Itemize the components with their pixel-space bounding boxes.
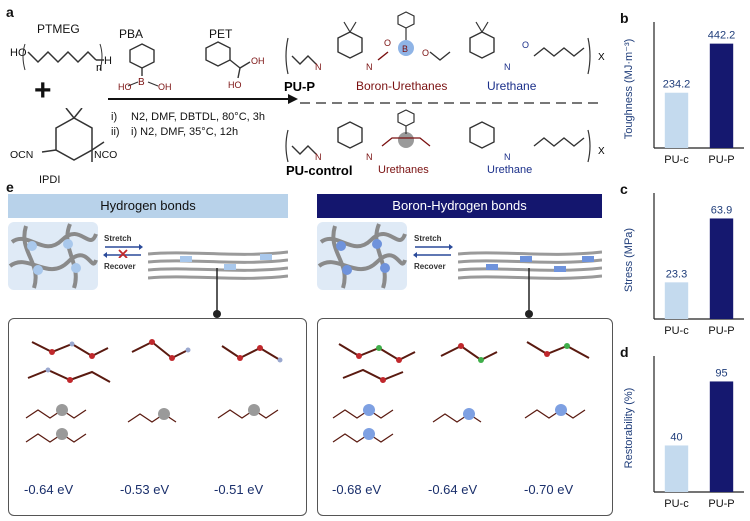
category-tick-label: PU-P (708, 325, 734, 337)
condition-marker-i: i) (111, 111, 118, 123)
scheme-divider (300, 102, 600, 104)
pu-p-subscript-x: X (598, 52, 605, 63)
svg-text:N: N (315, 152, 322, 162)
pu-control-structure: N N N (285, 109, 591, 163)
bar-pu-p (709, 381, 734, 492)
svg-text:O: O (522, 40, 529, 50)
category-tick-label: PU-c (664, 325, 689, 337)
svg-text:N: N (366, 152, 373, 162)
hydrogen-energy-2: -0.53 eV (120, 482, 170, 497)
stretch-recover-arrows-right (413, 244, 453, 258)
y-axis-label: Stress (MPa) (623, 228, 635, 292)
hydrogen-bonds-header: Hydrogen bonds (8, 194, 288, 218)
y-axis-label: Toughness (MJ·m⁻³) (623, 39, 635, 140)
ptmeg-structure: HO H (10, 43, 112, 71)
svg-text:OH: OH (251, 56, 265, 66)
hydrogen-dft-structures (25, 339, 283, 443)
hydrogen-stretched-chains (148, 250, 288, 280)
svg-text:NCO: NCO (94, 149, 117, 161)
bar-value-label: 95 (715, 367, 727, 379)
panel-label-a: a (6, 4, 14, 20)
boron-dft-structures (332, 341, 590, 443)
product-pu-control: PU-control (286, 163, 353, 178)
ipdi-structure: OCN NCO (10, 108, 117, 162)
svg-text:N: N (504, 152, 511, 162)
bar-pu-c (664, 282, 689, 319)
hydrogen-energy-1: -0.64 eV (24, 482, 74, 497)
reagent-ipdi: IPDI (39, 174, 61, 186)
pu-p-boron-urethanes-label: Boron-Urethanes (356, 79, 448, 93)
product-pu-p: PU-P (284, 79, 316, 94)
recover-label-left: Recover (104, 262, 136, 271)
bar-pu-p (709, 218, 734, 319)
pet-structure: HO OH (205, 41, 265, 90)
reagent-pet: PET (209, 27, 233, 41)
svg-text:HO: HO (10, 47, 27, 59)
panel-label-d: d (620, 344, 629, 360)
pu-p-structure: N N O B O N O (285, 11, 591, 75)
bar-value-label: 40 (670, 431, 682, 443)
category-tick-label: PU-P (708, 154, 734, 166)
svg-text:B: B (138, 77, 145, 88)
condition-1: N2, DMF, DBTDL, 80°C, 3h (131, 111, 265, 123)
svg-text:N: N (504, 62, 511, 72)
svg-text:H: H (104, 55, 112, 67)
hydrogen-dft-box (8, 318, 307, 516)
svg-text:OH: OH (158, 82, 172, 92)
hydrogen-energy-3: -0.51 eV (214, 482, 264, 497)
boron-hydrogen-bonds-header: Boron-Hydrogen bonds (317, 194, 602, 218)
bar-value-label: 23.3 (666, 268, 687, 280)
toughness-chart: Toughness (MJ·m⁻³) 234.2PU-c 442.2PU-P (623, 22, 744, 166)
pu-control-subscript-x: X (598, 146, 605, 157)
panel-label-e: e (6, 179, 14, 195)
svg-text:O: O (422, 48, 429, 58)
svg-text:N: N (366, 62, 373, 72)
svg-text:O: O (384, 38, 391, 48)
bar-value-label: 63.9 (711, 204, 732, 216)
bar-value-label: 442.2 (708, 30, 736, 42)
category-tick-label: PU-P (708, 498, 734, 510)
svg-text:B: B (402, 44, 408, 54)
reagent-pba: PBA (119, 27, 144, 41)
bar-pu-c (664, 445, 689, 492)
boron-stretched-chains (458, 250, 602, 280)
pu-control-urethane-label: Urethane (487, 164, 533, 176)
pba-structure: B HO OH (118, 43, 172, 92)
ptmeg-subscript-n: n (96, 62, 103, 74)
svg-text:OCN: OCN (10, 149, 33, 161)
svg-text:HO: HO (118, 82, 132, 92)
svg-text:HO: HO (228, 80, 242, 90)
reagent-ptmeg: PTMEG (37, 22, 80, 36)
bar-value-label: 234.2 (663, 79, 691, 91)
svg-text:N: N (315, 62, 322, 72)
bar-pu-c (664, 92, 689, 148)
y-axis-label: Restorability (%) (623, 388, 635, 469)
condition-marker-ii: ii) (111, 126, 120, 138)
stress-chart: Stress (MPa) 23.3PU-c 63.9PU-P (623, 193, 744, 337)
stretch-recover-arrows-left (103, 244, 143, 258)
panel-label-b: b (620, 10, 629, 26)
zoom-connector-left (213, 268, 221, 318)
condition-2: i) N2, DMF, 35°C, 12h (131, 126, 239, 138)
bar-pu-p (709, 43, 734, 148)
boron-dft-box (317, 318, 613, 516)
zoom-connector-right (525, 268, 533, 318)
reaction-arrow (108, 94, 298, 104)
boron-energy-2: -0.64 eV (428, 482, 478, 497)
category-tick-label: PU-c (664, 498, 689, 510)
boron-energy-1: -0.68 eV (332, 482, 382, 497)
boron-network-illustration (317, 222, 407, 290)
plus-sign: + (34, 74, 52, 107)
boron-energy-3: -0.70 eV (524, 482, 574, 497)
pu-p-urethane-label: Urethane (487, 79, 537, 93)
stretch-label-left: Stretch (104, 234, 132, 243)
category-tick-label: PU-c (664, 154, 689, 166)
hydrogen-network-illustration (8, 222, 98, 290)
pu-control-urethanes-label: Urethanes (378, 164, 429, 176)
panel-label-c: c (620, 181, 628, 197)
stretch-label-right: Stretch (414, 234, 442, 243)
recover-label-right: Recover (414, 262, 446, 271)
